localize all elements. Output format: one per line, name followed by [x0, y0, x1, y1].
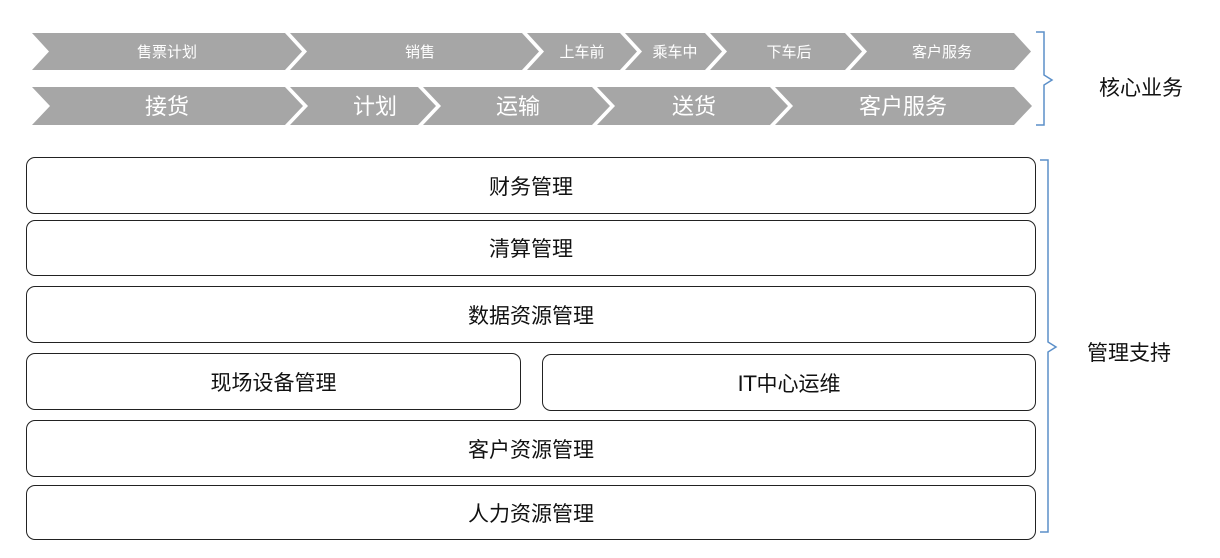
customer-resource-management-box: 客户资源管理 — [26, 420, 1036, 477]
chevron-r2-5 — [775, 87, 1032, 125]
chevron-r1-3-label: 上车前 — [559, 43, 604, 61]
core-business-label: 核心业务 — [1099, 76, 1183, 100]
clearing-management-box: 清算管理 — [26, 220, 1036, 276]
chevron-r1-5-label: 下车后 — [766, 43, 811, 61]
chevron-r1-1-label: 售票计划 — [137, 43, 197, 61]
it-center-ops-label: IT中心运维 — [737, 371, 841, 396]
chevron-r2-2 — [290, 87, 436, 125]
hr-resource-management-label: 人力资源管理 — [468, 501, 594, 526]
customer-resource-management-label: 客户资源管理 — [468, 437, 594, 462]
chevron-r1-6-label: 客户服务 — [912, 43, 972, 61]
finance-management-box: 财务管理 — [26, 157, 1036, 214]
core-business-flow: 售票计划 销售 上车前 乘车中 下车后 客户服务 接货 计划 运输 送货 客户服… — [32, 33, 1032, 125]
chevron-r1-5 — [710, 33, 862, 70]
management-support-bracket — [1040, 159, 1058, 533]
data-resource-management-box: 数据资源管理 — [26, 286, 1036, 343]
chevron-r2-3 — [423, 87, 610, 125]
core-row-1: 售票计划 销售 上车前 乘车中 下车后 客户服务 — [32, 33, 1031, 70]
chevron-r2-5-label: 客户服务 — [859, 95, 947, 120]
core-business-bracket — [1036, 31, 1054, 126]
core-row-2: 接货 计划 运输 送货 客户服务 — [32, 87, 1032, 125]
chevron-r1-6 — [850, 33, 1031, 70]
chevron-r2-1-label: 接货 — [145, 95, 189, 120]
data-resource-management-label: 数据资源管理 — [468, 303, 594, 328]
chevron-r1-2 — [290, 33, 539, 70]
finance-management-label: 财务管理 — [489, 174, 573, 199]
hr-resource-management-box: 人力资源管理 — [26, 485, 1036, 540]
chevron-r2-4 — [597, 87, 788, 125]
chevron-r2-1 — [32, 87, 303, 125]
chevron-r1-3 — [527, 33, 637, 70]
field-equipment-management-label: 现场设备管理 — [210, 370, 337, 395]
chevron-r1-4 — [625, 33, 722, 70]
chevron-r2-3-label: 运输 — [496, 95, 540, 120]
chevron-r1-2-label: 销售 — [405, 43, 435, 61]
it-center-ops-box: IT中心运维 — [542, 354, 1036, 411]
management-support-label: 管理支持 — [1087, 341, 1171, 365]
chevron-r2-4-label: 送货 — [672, 95, 716, 120]
chevron-r1-1 — [32, 33, 302, 70]
chevron-r2-2-label: 计划 — [353, 95, 397, 120]
field-equipment-management-box: 现场设备管理 — [26, 353, 521, 410]
clearing-management-label: 清算管理 — [489, 237, 573, 261]
chevron-r1-4-label: 乘车中 — [652, 43, 697, 61]
